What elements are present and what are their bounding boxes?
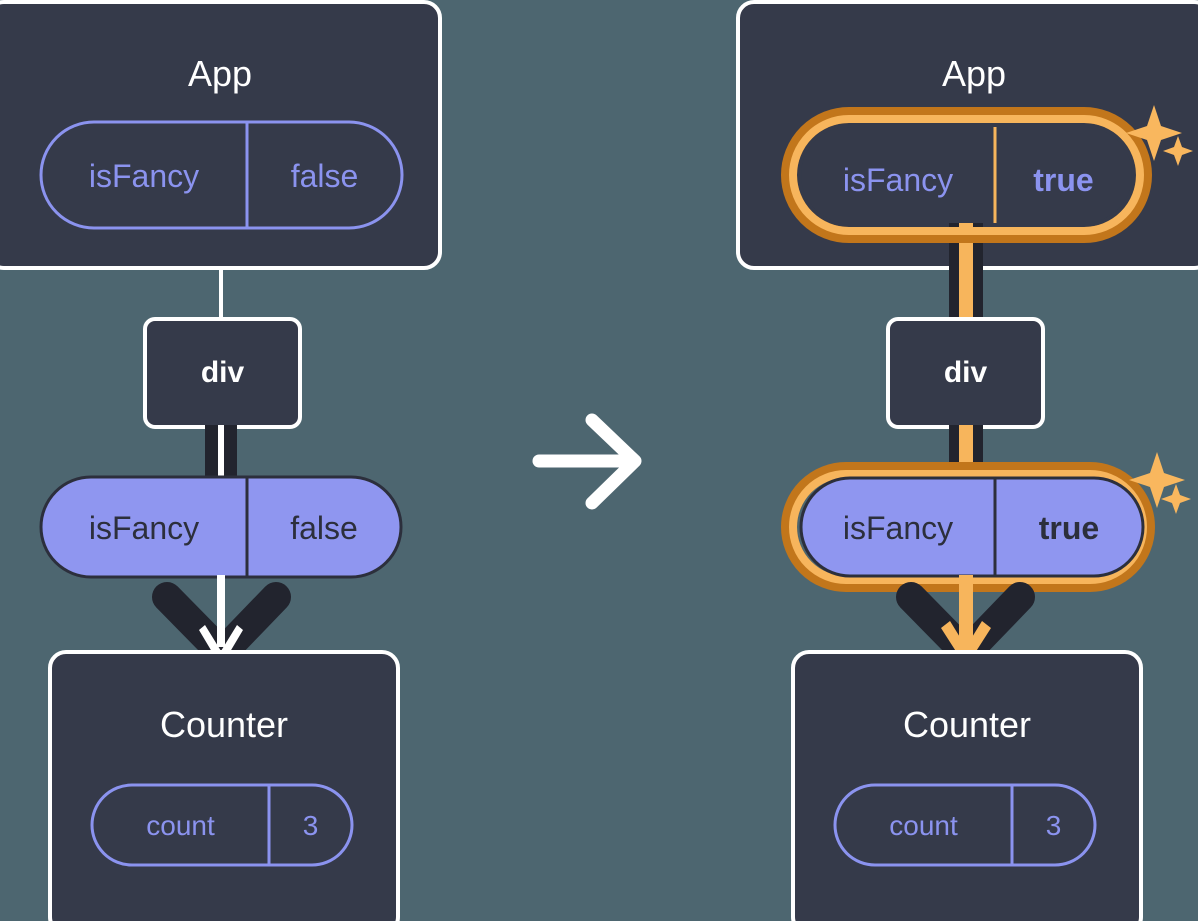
right-app-state-pill	[781, 107, 1152, 243]
right-div-box	[886, 317, 1045, 429]
left-edge-div-to-pill	[205, 425, 237, 485]
left-counter-box	[48, 650, 400, 921]
right-counter-box	[791, 650, 1143, 921]
left-center-arrow	[199, 575, 243, 667]
left-app-state-pill	[39, 120, 404, 230]
left-prop-pill	[39, 475, 403, 579]
sparkle-icon-prop-large	[1129, 452, 1185, 508]
sparkle-icon-app-large	[1126, 105, 1182, 161]
right-counter-state-pill	[833, 783, 1097, 867]
sparkle-icon-app-small	[1163, 136, 1193, 166]
transition-arrow-icon	[532, 413, 642, 510]
right-center-arrow	[941, 575, 991, 667]
left-counter-state-pill	[90, 783, 354, 867]
left-div-box	[143, 317, 302, 429]
left-app-box	[0, 0, 442, 270]
sparkle-icon-prop-small	[1161, 484, 1191, 514]
right-prop-pill	[781, 462, 1155, 592]
